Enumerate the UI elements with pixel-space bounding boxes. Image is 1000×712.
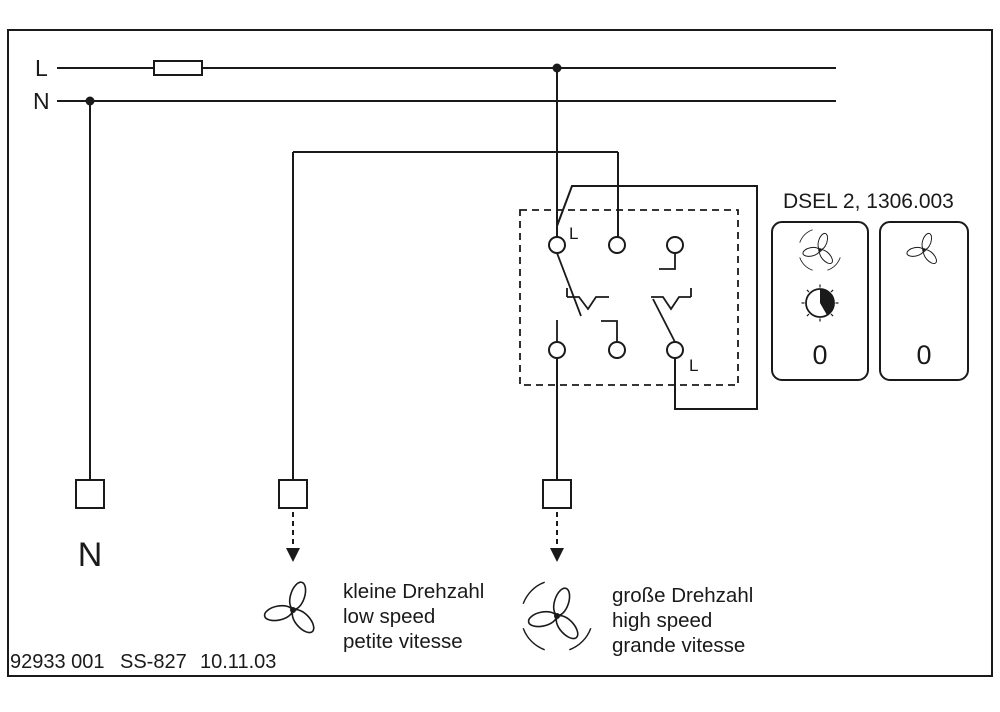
switch-dashed-enclosure bbox=[519, 209, 739, 386]
switch-lever-2 bbox=[652, 298, 676, 343]
switch-panel-left: 0 bbox=[771, 221, 869, 381]
arrow-down-icon-low bbox=[286, 548, 300, 562]
switch-hook-1 bbox=[601, 320, 618, 342]
terminal-circle-top-right bbox=[666, 236, 684, 254]
terminal-l-bottom-label: L bbox=[689, 356, 698, 375]
supply-l-label: L bbox=[35, 55, 48, 81]
fan-high-caption-line1: große Drehzahl bbox=[612, 584, 753, 607]
fan-icon-low bbox=[263, 581, 315, 634]
footer-part-number: 92933 001 bbox=[10, 651, 105, 673]
terminal-circle-top-middle bbox=[608, 236, 626, 254]
panel-left-position-label: 0 bbox=[812, 340, 827, 370]
supply-n-label: N bbox=[33, 88, 50, 114]
footer-date: 10.11.03 bbox=[200, 651, 276, 673]
fan-low-caption-line1: kleine Drehzahl bbox=[343, 580, 484, 603]
switch-pole-1 bbox=[556, 252, 618, 342]
fan-high-caption: große Drehzahl high speed grande vitesse bbox=[612, 584, 753, 657]
terminal-l-top-label: L bbox=[569, 224, 578, 243]
fan-low-caption-line2: low speed bbox=[343, 605, 435, 628]
switch-panel-right: 0 bbox=[879, 221, 969, 381]
terminal-box-low-speed bbox=[278, 479, 308, 509]
panel-right-position-label: 0 bbox=[916, 340, 931, 370]
product-title: DSEL 2, 1306.003 bbox=[783, 190, 954, 213]
switch-pole-2 bbox=[651, 253, 692, 343]
fan-timer-icon bbox=[799, 229, 841, 271]
fuse-symbol bbox=[153, 60, 203, 76]
terminal-circle-bottom-left bbox=[548, 341, 566, 359]
fan-high-caption-line2: high speed bbox=[612, 609, 712, 632]
terminal-circle-bottom-middle bbox=[608, 341, 626, 359]
fan-low-caption: kleine Drehzahl low speed petite vitesse bbox=[343, 580, 484, 653]
terminal-circle-top-left bbox=[548, 236, 566, 254]
terminal-circle-bottom-right bbox=[666, 341, 684, 359]
wire-low-speed-branch bbox=[292, 151, 619, 480]
wire-loop-second-pole bbox=[556, 185, 758, 410]
footer-doc-code: SS-827 bbox=[120, 651, 187, 673]
fan-icon-high bbox=[522, 581, 592, 651]
fan-high-caption-line3: grande vitesse bbox=[612, 634, 745, 657]
neutral-terminal-label: N bbox=[78, 536, 103, 574]
fan-icon-small bbox=[906, 232, 937, 265]
terminal-box-neutral bbox=[75, 479, 105, 509]
fan-low-caption-line3: petite vitesse bbox=[343, 630, 463, 653]
terminal-box-high-speed bbox=[542, 479, 572, 509]
switch-panel-right-outline bbox=[879, 221, 969, 381]
arrow-down-icon-high bbox=[550, 548, 564, 562]
switch-contact-1 bbox=[567, 296, 609, 311]
switch-lever-1 bbox=[556, 252, 582, 317]
footer-reference: 92933 001 SS-827 10.11.03 bbox=[10, 651, 276, 673]
switch-contact-2 bbox=[651, 296, 691, 311]
switch-hook-2 bbox=[659, 253, 676, 270]
timer-icon bbox=[801, 284, 839, 322]
